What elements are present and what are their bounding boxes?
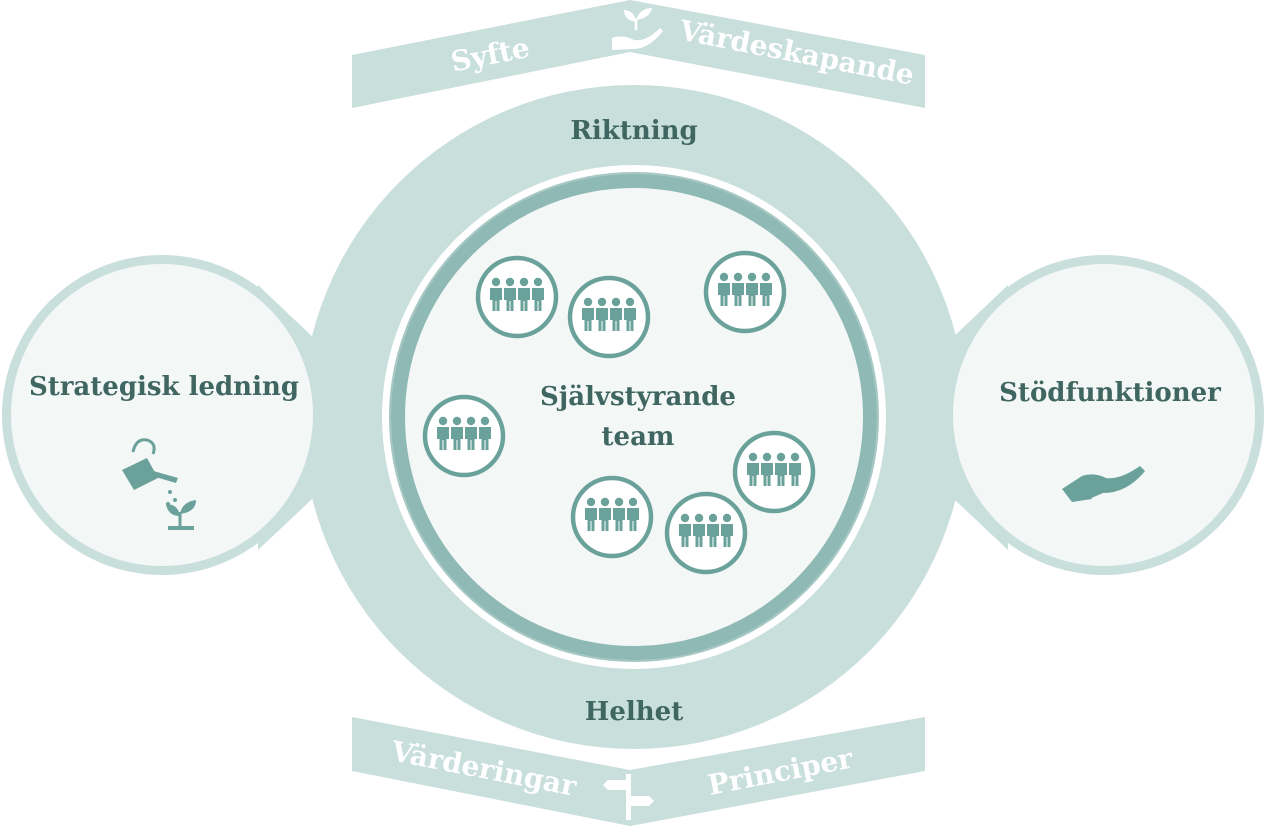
team-group-icon (735, 433, 813, 511)
team-group-icon (667, 494, 745, 572)
team-group-icon (425, 397, 503, 475)
team-group-icon (570, 278, 648, 356)
left-bubble-label: Strategisk ledning (29, 372, 299, 402)
center-label-line2: team (602, 422, 675, 452)
right-bubble-label: Stödfunktioner (999, 378, 1221, 408)
team-group-icon (573, 478, 651, 556)
supporting-hand-icon (1062, 466, 1145, 502)
outer-ring-bottom-label: Helhet (585, 697, 683, 727)
hand-plant-icon (612, 8, 663, 50)
center-label-line1: Självstyrande (540, 382, 736, 412)
left-bubble: Strategisk ledning (2, 255, 322, 575)
outer-ring-top-label: Riktning (570, 116, 697, 146)
right-bubble: Stödfunktioner (944, 255, 1264, 575)
team-group-icon (478, 258, 556, 336)
watering-can-plant-icon (122, 438, 196, 530)
signpost-icon (603, 774, 654, 820)
team-group-icon (706, 253, 784, 331)
